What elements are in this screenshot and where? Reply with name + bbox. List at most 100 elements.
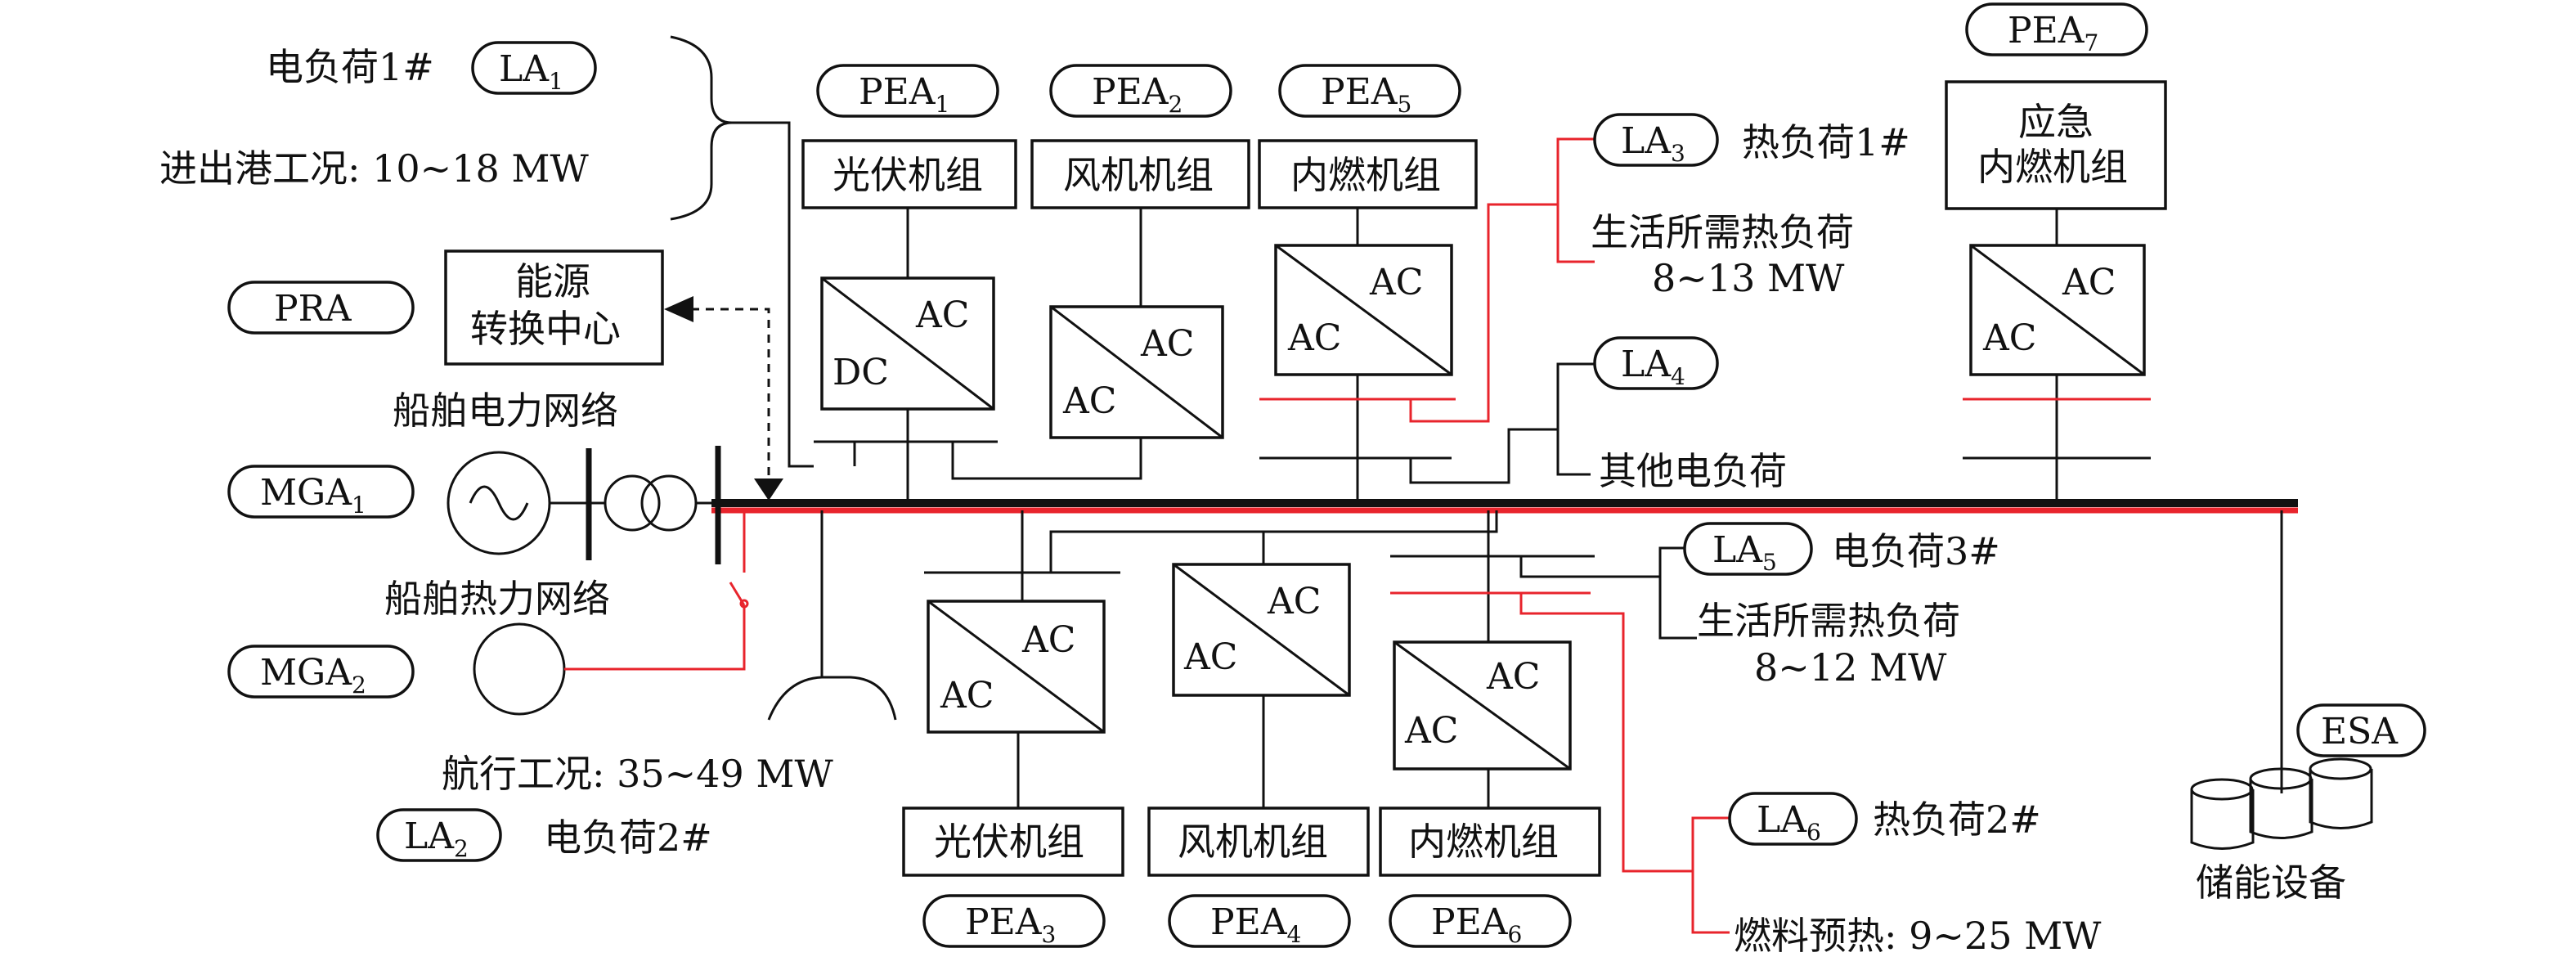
svg-text:PEA2: PEA2 [1092,71,1183,118]
energy-center-dashed-link [691,308,770,495]
svg-text:AC: AC [2062,262,2116,303]
generator-ac-symbol [447,451,551,555]
svg-text:应急: 应急 [2018,100,2094,144]
svg-text:AC: AC [1183,636,1237,678]
la1-brace [670,35,733,221]
port-condition-label: 进出港工况: 10~18 MW [159,146,589,191]
la5-link [1519,546,1697,578]
la2-arc-symbol [767,676,897,721]
svg-text:风机机组: 风机机组 [1063,153,1214,197]
svg-text:DC: DC [832,352,889,393]
la5-tag: LA5 [1683,522,1813,576]
pv-unit-bottom: 光伏机组 [902,806,1124,877]
svg-text:AC: AC [915,294,969,336]
pv-bottom-acac-converter: AC AC [927,600,1106,734]
ice-top-other-link [1409,428,1558,484]
pea1-tag: PEA1 [816,64,999,118]
svg-text:光伏机组: 光伏机组 [934,820,1084,864]
svg-text:AC: AC [1982,317,2036,359]
pea5-tag: PEA5 [1278,64,1461,118]
svg-text:转换中心: 转换中心 [470,307,621,351]
mga2-tag: MGA2 [227,645,415,699]
la1-tag: LA1 [471,41,597,95]
svg-text:AC: AC [1062,380,1116,422]
la4-tag: LA4 [1593,336,1719,390]
pv-unit-top: 光伏机组 [801,139,1017,209]
fuel-preheat-label: 燃料预热: 9~25 MW [1734,914,2102,958]
heat-load-3-range: 8~12 MW [1754,645,1947,690]
svg-text:光伏机组: 光伏机组 [832,153,983,197]
svg-text:风机机组: 风机机组 [1178,820,1328,864]
heat-load-3-desc: 生活所需热负荷 [1697,599,1960,643]
pv-top-dcac-converter: AC DC [820,276,995,411]
svg-text:内燃机组: 内燃机组 [1977,145,2128,189]
svg-text:PEA1: PEA1 [859,71,949,118]
power-network-label: 船舶电力网络 [393,389,618,433]
svg-text:AC: AC [1404,710,1458,752]
svg-text:LA2: LA2 [404,815,469,862]
arrow-to-energy-center [664,296,693,322]
storage-label: 储能设备 [2196,860,2346,905]
heat-switch-node [739,599,749,609]
heat-load-1-desc: 生活所需热负荷 [1591,210,1854,254]
wind-top-acac-converter: AC AC [1049,305,1224,439]
wind-bottom-acac-converter: AC AC [1172,563,1351,697]
storage-cylinders-icon [2190,757,2373,850]
svg-text:MGA2: MGA2 [260,652,366,699]
pea3-tag: PEA3 [922,894,1106,948]
svg-text:内燃机组: 内燃机组 [1290,153,1441,197]
svg-text:LA6: LA6 [1757,799,1821,846]
svg-text:AC: AC [1140,323,1194,365]
pea2-tag: PEA2 [1049,64,1232,118]
svg-text:AC: AC [1369,262,1423,303]
other-load-link [1556,429,1591,476]
energy-conversion-center: 能源 转换中心 [444,249,664,366]
heat-source-red-link [564,605,746,671]
svg-text:AC: AC [1021,619,1075,661]
wind-top-bus-link [951,438,1142,480]
svg-text:LA4: LA4 [1621,344,1685,390]
svg-text:PEA4: PEA4 [1210,901,1301,948]
svg-text:PEA6: PEA6 [1431,901,1522,948]
svg-text:LA3: LA3 [1621,120,1685,167]
sail-condition-label: 航行工况: 35~49 MW [442,752,833,796]
la6-tag: LA6 [1728,792,1858,846]
la4-link [1556,362,1595,429]
pea4-tag: PEA4 [1168,894,1351,948]
svg-text:PEA7: PEA7 [2008,10,2098,56]
svg-text:AC: AC [1267,581,1321,622]
svg-text:能源: 能源 [515,259,590,303]
ice-unit-top: 内燃机组 [1258,139,1478,209]
heat-load-1-range: 8~13 MW [1652,256,1845,300]
esa-tag: ESA [2296,703,2426,757]
svg-text:AC: AC [1287,317,1341,359]
emergency-acac-converter: AC AC [1969,244,2146,376]
fuel-preheat-red [1691,871,1730,934]
svg-text:PRA: PRA [274,288,352,330]
la2-tag: LA2 [376,808,502,862]
svg-text:AC: AC [940,675,994,717]
elec-load-2-label: 电负荷2# [544,815,712,860]
svg-text:PEA3: PEA3 [965,901,1056,948]
heat-load-1-label: 热负荷1# [1742,120,1910,164]
elec-load-1-label: 电负荷1# [266,45,434,89]
elec-load-3-label: 电负荷3# [1832,529,2000,573]
ice-top-red-heat-link [1409,137,1595,423]
pra-tag: PRA [227,281,415,335]
other-elec-load-label: 其他电负荷 [1599,449,1787,493]
la3-tag: LA3 [1593,113,1719,167]
svg-text:LA1: LA1 [499,48,563,95]
heat-network-label: 船舶热力网络 [384,577,610,621]
heat-load-2-label: 热负荷2# [1873,798,2041,842]
pv-bottom-link-right [1049,510,1498,573]
transformer-symbol [604,474,698,532]
svg-text:ESA: ESA [2321,711,2399,753]
heat3-link [1658,577,1697,640]
ice-bottom-acac-converter: AC AC [1393,640,1572,771]
svg-text:内燃机组: 内燃机组 [1408,820,1559,864]
arrow-to-bus [754,479,783,501]
svg-text:LA5: LA5 [1712,529,1777,576]
ice-top-acac-converter: AC AC [1274,244,1453,376]
pea6-tag: PEA6 [1389,894,1572,948]
